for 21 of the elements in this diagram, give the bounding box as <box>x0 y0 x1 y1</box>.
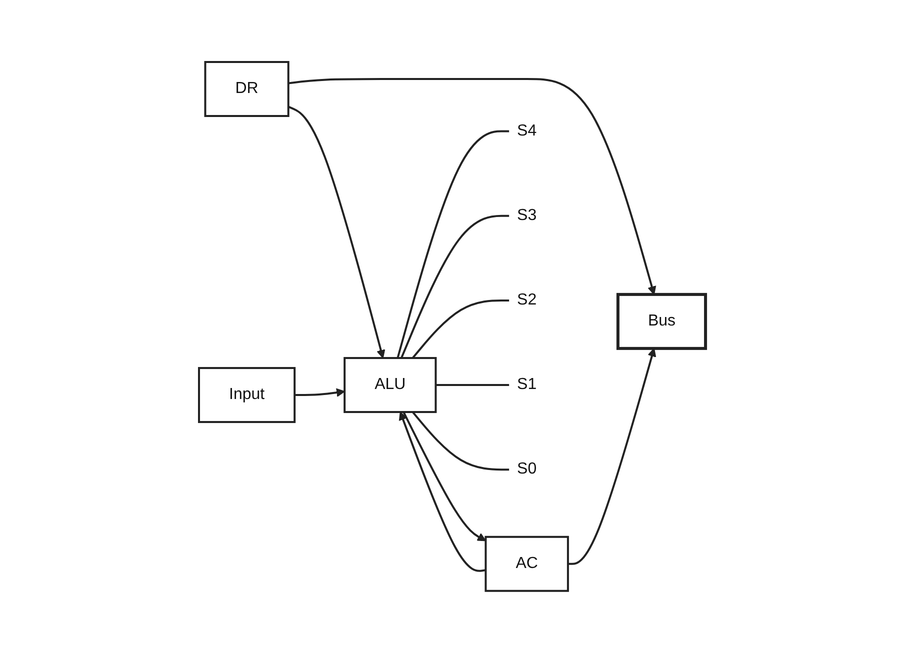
node-text: S3 <box>517 206 537 224</box>
arrow <box>399 411 486 572</box>
node-text: S0 <box>517 460 537 478</box>
connector <box>400 214 510 358</box>
arrow <box>294 388 346 396</box>
connector <box>436 384 510 386</box>
arrow <box>402 411 486 541</box>
connector <box>412 299 510 358</box>
connector <box>396 130 510 358</box>
connector <box>412 410 510 470</box>
node-box: ALU <box>344 356 437 413</box>
node-box: AC <box>484 535 570 592</box>
arrow <box>568 348 656 564</box>
node-box: Bus <box>616 292 708 350</box>
arrow <box>288 105 386 358</box>
arrow <box>288 78 656 294</box>
node-box: Input <box>198 366 296 423</box>
node-text: S2 <box>517 290 537 308</box>
node-text: S1 <box>517 376 537 393</box>
node-text: S4 <box>517 122 537 139</box>
node-box: DR <box>204 60 290 117</box>
